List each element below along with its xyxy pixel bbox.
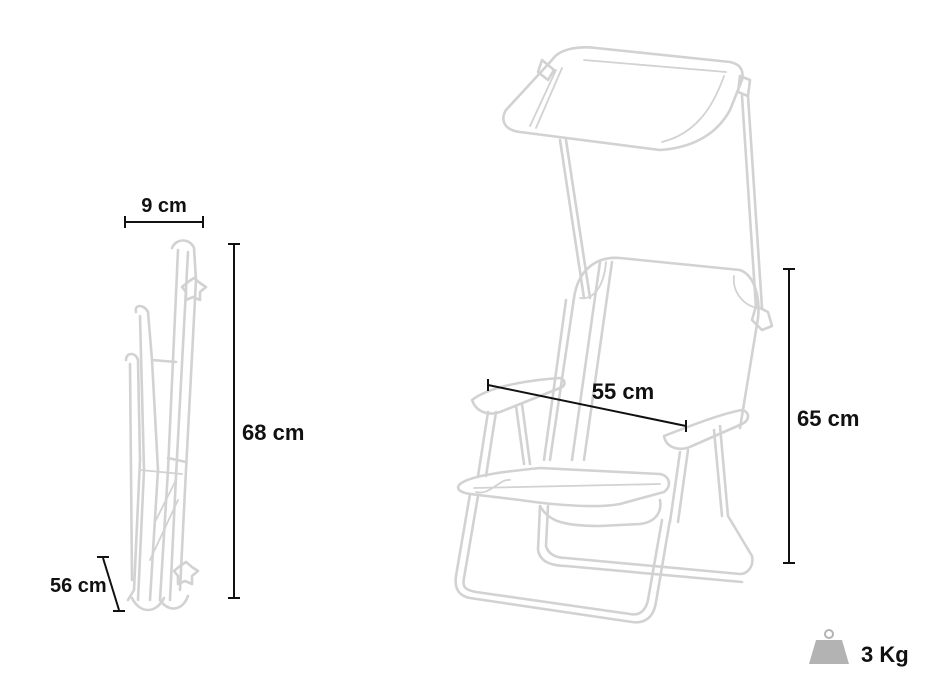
folded-width-dimension: 56 cm (50, 556, 125, 612)
weight-indicator: 3 Kg (809, 629, 909, 667)
folded-chair-illustration (124, 239, 208, 612)
seat-width-dimension: 55 cm (487, 379, 687, 432)
open-chair-illustration (454, 46, 774, 624)
folded-depth-dimension: 9 cm (124, 195, 204, 228)
folded-height-label: 68 cm (242, 420, 304, 445)
weight-icon (809, 629, 849, 664)
weight-label: 3 Kg (861, 642, 909, 667)
seat-width-label: 55 cm (592, 379, 654, 404)
chair-height-label: 65 cm (797, 406, 859, 431)
folded-height-dimension: 68 cm (228, 243, 304, 599)
folded-width-label: 56 cm (50, 575, 107, 597)
chair-height-dimension: 65 cm (783, 268, 859, 564)
folded-depth-label: 9 cm (141, 195, 187, 217)
